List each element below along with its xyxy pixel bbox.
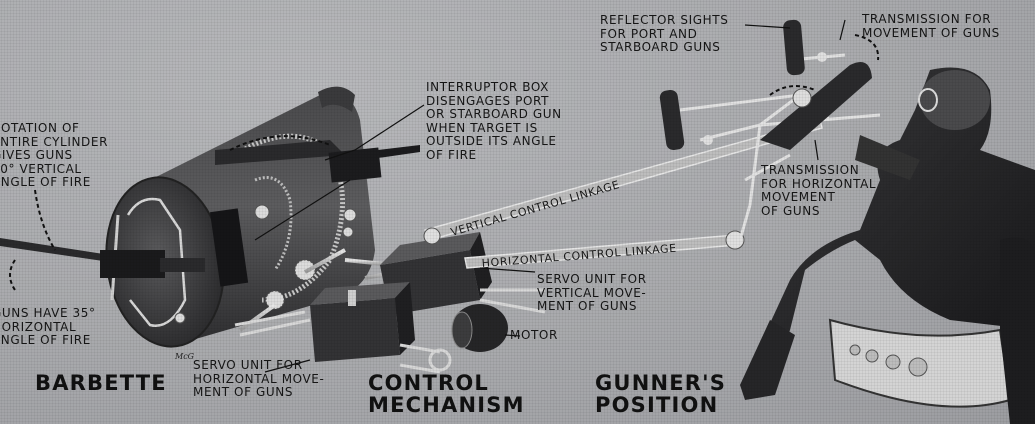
servo-unit-horizontal xyxy=(310,282,415,362)
horizontal-angle-callout: GUNS HAVE 35° HORIZONTAL ANGLE OF FIRE xyxy=(0,306,96,347)
interruptor-callout: INTERRUPTOR BOX DISENGAGES PORT OR STARB… xyxy=(426,80,562,162)
upper-gun xyxy=(215,140,420,183)
leader-lines xyxy=(254,19,846,373)
servo-horizontal-callout: SERVO UNIT FOR HORIZONTAL MOVE- MENT OF … xyxy=(193,358,325,399)
transmission-housing xyxy=(703,52,872,150)
rotation-callout: ROTATION OF ENTIRE CYLINDER GIVES GUNS 7… xyxy=(0,121,109,189)
interruptor-box xyxy=(209,208,249,287)
transmission-vertical-callout: TRANSMISSION FOR MOVEMENT OF GUNS xyxy=(862,12,1000,40)
drive-belts xyxy=(234,288,546,374)
gunner-seat xyxy=(828,237,1035,424)
gunner-figure xyxy=(740,67,1035,400)
reflector-sights xyxy=(659,19,805,151)
horizontal-control-linkage: HORIZONTAL CONTROL LINKAGE xyxy=(464,230,745,270)
motor xyxy=(451,304,508,352)
reflector-sights-callout: REFLECTOR SIGHTS FOR PORT AND STARBOARD … xyxy=(600,13,729,54)
section-title-gunners-position: GUNNER'S POSITION xyxy=(595,371,727,417)
servo-vertical-callout: SERVO UNIT FOR VERTICAL MOVE- MENT OF GU… xyxy=(537,272,647,313)
horizontal-linkage-label: HORIZONTAL CONTROL LINKAGE xyxy=(481,242,677,270)
motor-callout: MOTOR xyxy=(510,328,558,342)
rotation-arrows xyxy=(9,34,880,291)
artist-signature: McG xyxy=(175,352,195,361)
section-title-control-mechanism: CONTROL MECHANISM xyxy=(368,371,525,417)
vertical-linkage-label: VERTICAL CONTROL LINKAGE xyxy=(449,178,621,239)
transmission-horizontal-callout: TRANSMISSION FOR HORIZONTAL MOVEMENT OF … xyxy=(761,163,877,218)
section-title-barbette: BARBETTE xyxy=(35,371,167,395)
